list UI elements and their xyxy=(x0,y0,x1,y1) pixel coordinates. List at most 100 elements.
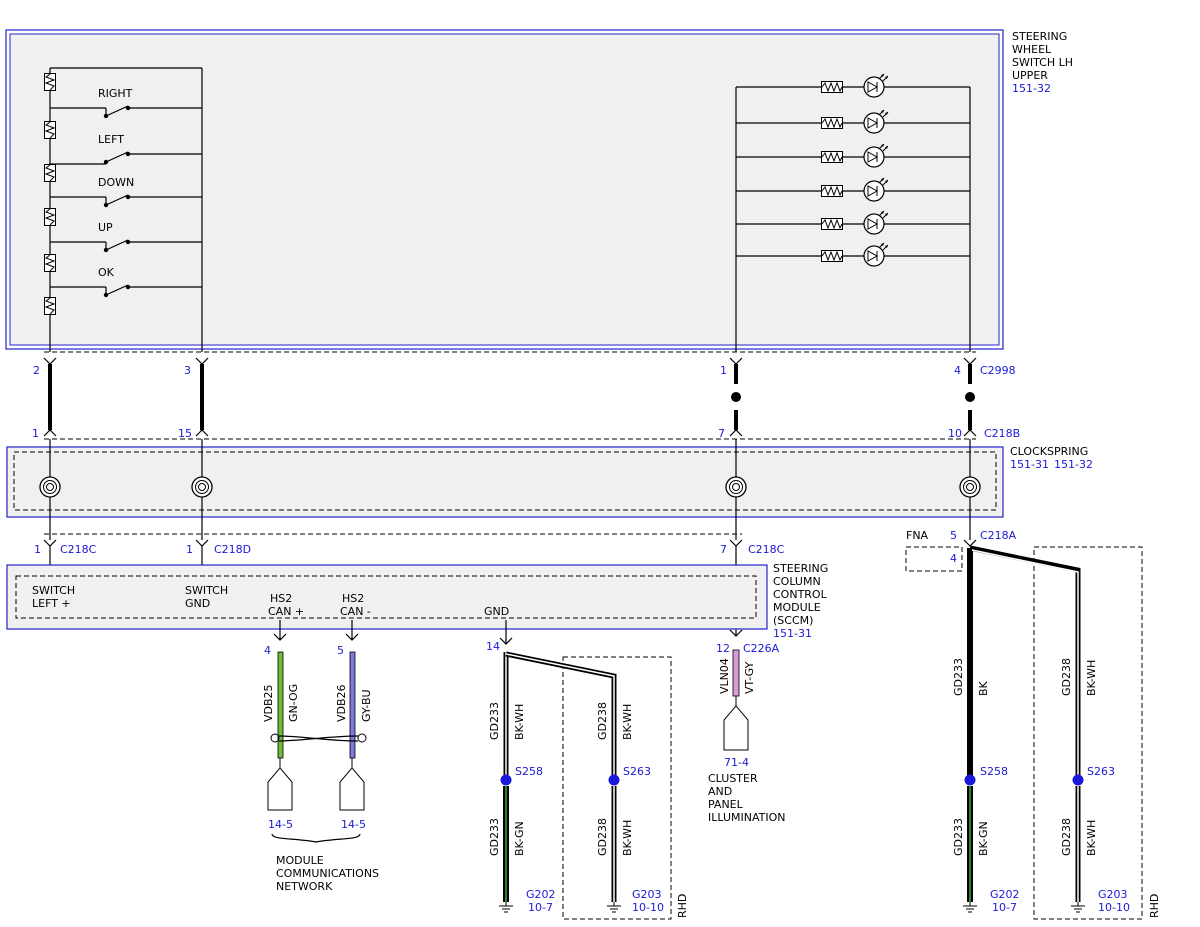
resistor-5 xyxy=(44,254,56,272)
vdb25-color: GN-OG xyxy=(287,684,300,722)
g202-ref: 10-7 xyxy=(528,901,553,914)
clockspring-ref-1: 151-31 xyxy=(1010,458,1049,471)
sccm-pin-hs2-plus-2: CAN + xyxy=(268,605,304,618)
clockspring-coil-icon xyxy=(191,476,213,498)
g202-ref-right: 10-7 xyxy=(992,901,1017,914)
clockspring: CLOCKSPRING 151-31 151-32 xyxy=(6,439,1093,540)
gd238-right-upper-color: BK-WH xyxy=(1085,660,1098,696)
gd233-lower-id: GD233 xyxy=(488,818,501,856)
fna-label: FNA xyxy=(906,529,929,542)
resistor-6 xyxy=(44,297,56,315)
switch-down-label: DOWN xyxy=(98,176,134,189)
ground-icon xyxy=(498,902,514,913)
c218b-pin-7: 7 xyxy=(718,427,725,440)
c218a-label: C218A xyxy=(980,529,1017,542)
resistor-1 xyxy=(44,73,56,91)
sccm-ground-branch: 14 RHD GD233 BK-WH GD238 BK-WH S258 S263… xyxy=(486,620,689,920)
can-bus: 4 5 VDB25 GN-OG VDB26 GY-BU 14-5 14-5 MO… xyxy=(262,620,379,893)
g203-label: G203 xyxy=(632,888,662,901)
sccm-module: SWITCH LEFT + SWITCH GND HS2 CAN + HS2 C… xyxy=(6,562,828,640)
page-ref-connector-icon xyxy=(267,758,293,811)
can-plus-ref: 14-5 xyxy=(268,818,293,831)
sccm-title-1: STEERING xyxy=(773,562,828,575)
splice-s263-label: S263 xyxy=(623,765,651,778)
g202-label-right: G202 xyxy=(990,888,1020,901)
can-plus-pin: 4 xyxy=(264,644,271,657)
c218c-label-right: C218C xyxy=(748,543,785,556)
sccm-title-4: MODULE xyxy=(773,601,821,614)
gd238-right-lower-color: BK-WH xyxy=(1085,820,1098,856)
c2998-pin-3: 3 xyxy=(184,364,191,377)
sccm-pin-hs2-minus-2: CAN - xyxy=(340,605,371,618)
gd233-lower-color: BK-GN xyxy=(513,821,526,856)
sccm-pin-switch-left-2: LEFT + xyxy=(32,597,71,610)
ground-icon xyxy=(962,902,978,913)
illumination-note-2: AND xyxy=(708,785,732,798)
clockspring-coil-icon xyxy=(725,476,747,498)
illumination-note-4: ILLUMINATION xyxy=(708,811,786,824)
splice-s263-dot xyxy=(1072,774,1084,786)
illumination-circuit: 12 C226A VLN04 VT-GY 71-4 CLUSTER AND PA… xyxy=(708,629,786,824)
ground-icon xyxy=(1070,902,1086,913)
led-row-2 xyxy=(736,109,970,134)
c2998-pin-4: 4 xyxy=(954,364,961,377)
clockspring-title: CLOCKSPRING xyxy=(1010,445,1088,458)
sccm-pin-hs2-minus-1: HS2 xyxy=(342,592,364,605)
illumination-note-1: CLUSTER xyxy=(708,772,758,785)
wire-vt-gy xyxy=(732,649,740,697)
switch-up-label: UP xyxy=(98,221,113,234)
gd238-right-upper-id: GD238 xyxy=(1060,658,1073,696)
c218b-pin-10: 10 xyxy=(948,427,962,440)
splice-s258-label: S258 xyxy=(515,765,543,778)
c2998-pin-1: 1 xyxy=(720,364,727,377)
vdb25-id: VDB25 xyxy=(262,684,275,722)
c218a-pin-5: 5 xyxy=(950,529,957,542)
sccm-pin-hs2-plus-1: HS2 xyxy=(270,592,292,605)
clockspring-ground-branch: RHD GD233 BK GD238 BK-WH S258 S263 GD233… xyxy=(952,545,1161,920)
gd233-right-upper-color: BK xyxy=(977,680,990,696)
gd233-right-upper-id: GD233 xyxy=(952,658,965,696)
sws-title-1: STEERING xyxy=(1012,30,1067,43)
resistor-4 xyxy=(44,208,56,226)
sccm-title-2: COLUMN xyxy=(773,575,821,588)
sws-title-4: UPPER xyxy=(1012,69,1048,82)
connector-c218b: 1 15 7 10 C218B xyxy=(32,427,1020,440)
gd238-upper-color: BK-WH xyxy=(621,704,634,740)
gd238-lower-id: GD238 xyxy=(596,818,609,856)
led-row-5 xyxy=(736,210,970,235)
gd233-upper-id: GD233 xyxy=(488,702,501,740)
switch-ok-label: OK xyxy=(98,266,115,279)
page-ref-connector-icon xyxy=(339,758,365,811)
switch-left-label: LEFT xyxy=(98,133,124,146)
clockspring-coil-icon xyxy=(39,476,61,498)
wire-gy-bu xyxy=(349,651,356,759)
switch-right-label: RIGHT xyxy=(98,87,133,100)
c218c-pin-1: 1 xyxy=(34,543,41,556)
c218d-pin-1: 1 xyxy=(186,543,193,556)
sws-title-3: SWITCH LH xyxy=(1012,56,1073,69)
connector-c218c-c218d: 1 C218C 1 C218D 7 C218C xyxy=(34,533,785,556)
sccm-title-5: (SCCM) xyxy=(773,614,813,627)
switch-ok: OK xyxy=(50,266,202,298)
network-note-2: COMMUNICATIONS xyxy=(276,867,379,880)
network-note-3: NETWORK xyxy=(276,880,333,893)
gd238-right-lower-id: GD238 xyxy=(1060,818,1073,856)
c218b-label: C218B xyxy=(984,427,1020,440)
clockspring-ref-2: 151-32 xyxy=(1054,458,1093,471)
vln04-id: VLN04 xyxy=(718,658,731,694)
gd233-right-lower-id: GD233 xyxy=(952,818,965,856)
switch-right: RIGHT xyxy=(50,87,202,119)
resistor-3 xyxy=(44,164,56,182)
rhd-label-right: RHD xyxy=(1148,894,1161,918)
c218c-label-left: C218C xyxy=(60,543,97,556)
g203-ref-right: 10-10 xyxy=(1098,901,1130,914)
splice-s258-dot xyxy=(964,774,976,786)
sccm-pin-switch-gnd-2: GND xyxy=(185,597,210,610)
gd233-upper-color: BK-WH xyxy=(513,704,526,740)
c218b-pin-1: 1 xyxy=(32,427,39,440)
led-row-3 xyxy=(736,143,970,168)
vdb26-color: GY-BU xyxy=(360,689,373,722)
splice-s263-label-right: S263 xyxy=(1087,765,1115,778)
wire-gn-og xyxy=(277,651,284,759)
clockspring-coil-icon xyxy=(959,476,981,498)
